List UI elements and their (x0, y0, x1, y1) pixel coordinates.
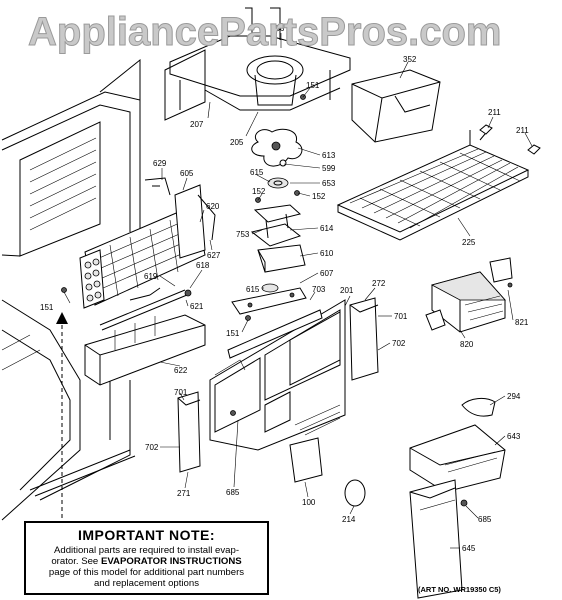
label-352: 352 (403, 55, 417, 64)
freezer-cabinet (1, 58, 141, 521)
label-685: 685 (226, 488, 240, 497)
drain-pan (84, 314, 206, 386)
label-621: 621 (190, 302, 204, 311)
label-615: 615 (246, 285, 260, 294)
label-702: 702 (145, 443, 159, 452)
label-618: 618 (196, 261, 210, 270)
note-line-2-bold: EVAPORATOR INSTRUCTIONS (100, 556, 242, 567)
note-line-2: orator. See (51, 556, 101, 567)
part-number-labels: 206 151 352 207 205 211 211 613 599 653 … (40, 24, 529, 553)
air-ducts (177, 297, 379, 483)
label-820: 820 (460, 340, 474, 349)
label-615: 615 (250, 168, 264, 177)
label-620: 620 (206, 202, 220, 211)
note-arrowhead (56, 312, 68, 324)
label-205: 205 (230, 138, 244, 147)
label-685: 685 (478, 515, 492, 524)
label-271: 271 (177, 489, 191, 498)
icemaker (425, 257, 513, 333)
art-number: (ART NO. WR19350 C5) (418, 585, 501, 594)
note-line-4: and replacement options (93, 578, 200, 589)
label-207: 207 (190, 120, 204, 129)
note-line-3: page of this model for additional part n… (48, 567, 245, 578)
label-701: 701 (394, 312, 408, 321)
label-619: 619 (144, 272, 158, 281)
label-703: 703 (312, 285, 326, 294)
label-605: 605 (180, 169, 194, 178)
label-599: 599 (322, 164, 336, 173)
label-627: 627 (207, 251, 221, 260)
wire-shelf (336, 124, 541, 241)
label-702: 702 (392, 339, 406, 348)
label-100: 100 (302, 498, 316, 507)
label-821: 821 (515, 318, 529, 327)
label-151: 151 (40, 303, 54, 312)
label-614: 614 (320, 224, 334, 233)
leader-lines (63, 33, 533, 549)
label-653: 653 (322, 179, 336, 188)
note-body: Additional parts are required to install… (26, 545, 267, 589)
label-151: 151 (306, 81, 320, 90)
label-272: 272 (372, 279, 386, 288)
dispenser-parts (344, 397, 506, 599)
fan-bracket (164, 7, 351, 121)
evaporator-coil (79, 177, 216, 309)
label-629: 629 (153, 159, 167, 168)
label-211: 211 (516, 126, 529, 135)
label-613: 613 (322, 151, 336, 160)
label-225: 225 (462, 238, 476, 247)
ice-bin (351, 69, 441, 143)
fan-motor-assembly (231, 128, 307, 321)
important-note: IMPORTANT NOTE: Additional parts are req… (24, 521, 269, 595)
label-152: 152 (312, 192, 326, 201)
label-152: 152 (252, 187, 266, 196)
label-214: 214 (342, 515, 356, 524)
defrost-heater (99, 287, 192, 331)
label-701: 701 (174, 388, 188, 397)
label-206: 206 (271, 24, 285, 33)
label-201: 201 (340, 286, 354, 295)
evaporator-cover-panel (209, 299, 346, 451)
note-line-1: Additional parts are required to install… (53, 545, 240, 556)
label-753: 753 (236, 230, 250, 239)
label-211: 211 (488, 108, 501, 117)
label-643: 643 (507, 432, 521, 441)
label-622: 622 (174, 366, 188, 375)
watermark: AppliancePartsPros.com (28, 10, 502, 55)
label-607: 607 (320, 269, 334, 278)
label-610: 610 (320, 249, 334, 258)
label-151: 151 (226, 329, 240, 338)
label-645: 645 (462, 544, 476, 553)
note-title: IMPORTANT NOTE: (77, 527, 216, 543)
label-294: 294 (507, 392, 521, 401)
